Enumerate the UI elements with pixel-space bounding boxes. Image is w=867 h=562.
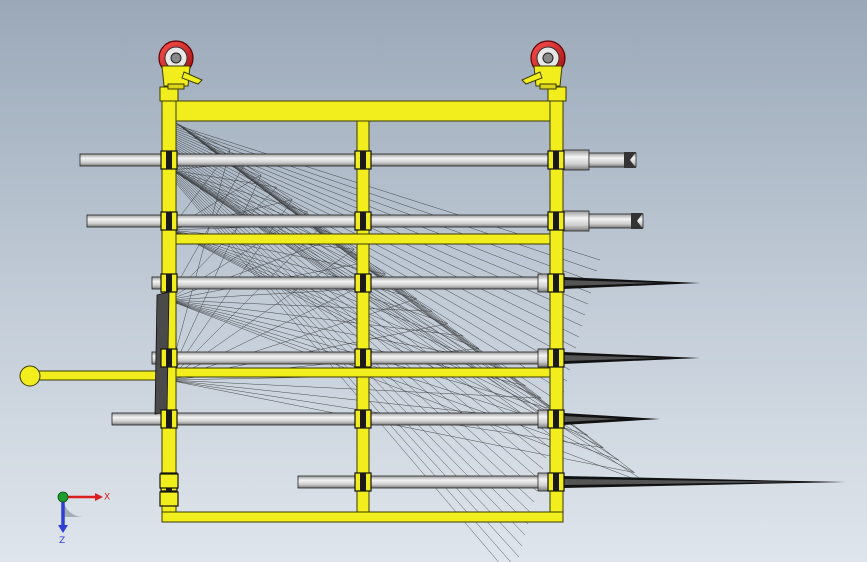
clamp-band [360,473,366,491]
caster-left[interactable] [158,40,203,90]
wire [175,122,324,225]
wire [167,236,339,301]
wire [167,299,495,362]
clamp-band [360,410,366,428]
wire-bundle [167,122,651,562]
clamp-band [166,274,172,292]
bottom-beam [161,511,564,523]
wire [175,126,598,272]
wire [175,172,529,525]
wire [175,146,568,382]
clamp-band [166,212,172,230]
wire [167,379,542,399]
wire [167,299,651,486]
clamp-band [166,410,172,428]
clamp-band [553,410,559,428]
side-handle[interactable] [19,365,167,387]
clamp-band [553,212,559,230]
crossbar-upper [175,233,551,245]
wire [167,298,417,381]
wire [175,142,574,360]
pipe-row [151,348,700,368]
pipe-clamp [159,473,179,489]
wire [171,169,308,213]
wire [167,299,433,312]
clamp-band [360,151,366,169]
handle-knob-icon[interactable] [19,365,41,387]
clamp-band [166,349,172,367]
top-beam [161,100,564,122]
wire [175,170,532,514]
clamp-band [166,151,172,169]
clamp-band [360,212,366,230]
caster-right[interactable] [521,40,566,90]
pipe-clamps [159,150,565,507]
z-axis-label: Z [59,536,65,546]
clamp-band [360,349,366,367]
pipe-row [79,149,637,171]
wire [175,122,355,250]
clamp-band [360,274,366,292]
wire [171,169,495,362]
x-axis-label: X [104,493,110,503]
wire [169,229,573,424]
pipe-row [111,409,660,429]
pipe-clamp [159,491,179,507]
clamp-band [553,349,559,367]
wire [171,169,277,188]
wire [167,199,293,381]
post-middle [356,120,370,523]
wire [175,148,565,393]
clamp-band [553,473,559,491]
wire [175,136,583,327]
wire [167,299,464,337]
clamp-band [553,151,559,169]
crossbar-middle [175,367,551,378]
wire [175,144,571,371]
clamp-band [553,274,559,292]
wire [167,299,619,461]
pipe-row [297,472,846,492]
wire [171,169,464,337]
wire [169,229,511,374]
coordinate-triad-icon[interactable]: X Z [57,491,110,546]
wire [171,169,588,436]
wire [167,149,231,381]
pipe-row [151,273,700,293]
pipe-row [86,210,644,232]
